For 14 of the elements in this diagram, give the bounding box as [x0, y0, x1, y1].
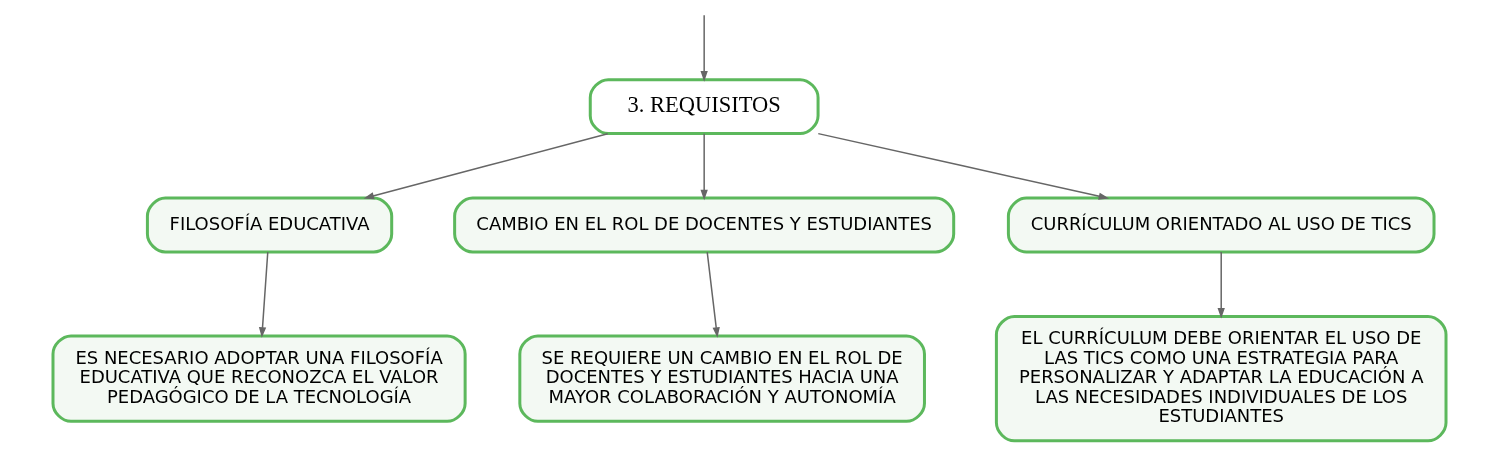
- node-box: CURRÍCULUM ORIENTADO AL USO DE TICS: [1006, 196, 1435, 254]
- arrow: [363, 133, 608, 200]
- arrow: [1217, 251, 1225, 319]
- node-box: CAMBIO EN EL ROL DE DOCENTES Y ESTUDIANTES: [452, 196, 955, 254]
- arrow: [817, 132, 1109, 200]
- arrow: [705, 251, 720, 338]
- node-box: 3. REQUISITOS: [588, 78, 820, 136]
- arrow: [258, 251, 268, 338]
- node-box: FILOSOFÍA EDUCATIVA: [145, 196, 393, 254]
- node-box: EL CURRÍCULUM DEBE ORIENTAR EL USO DE LAS TICS COMO UNA ESTRATEGIA PARA PERSONALIZAR Y ADAPTAR LA EDUCACIÓN A LAS NECESIDADES INDIVIDUALES DE LOS ESTUDIANTES: [994, 314, 1447, 443]
- node-box: SE REQUIERE UN CAMBIO EN EL ROL DE DOCENTES Y ESTUDIANTES HACIA UNA MAYOR COLABORACIÓN Y AUTONOMÍA: [517, 334, 926, 423]
- arrow: [700, 14, 708, 82]
- node-box: ES NECESARIO ADOPTAR UNA FILOSOFÍA EDUCATIVA QUE RECONOZCA EL VALOR PEDAGÓGICO DE LA TECNOLOGÍA: [51, 334, 467, 423]
- arrow: [700, 133, 708, 201]
